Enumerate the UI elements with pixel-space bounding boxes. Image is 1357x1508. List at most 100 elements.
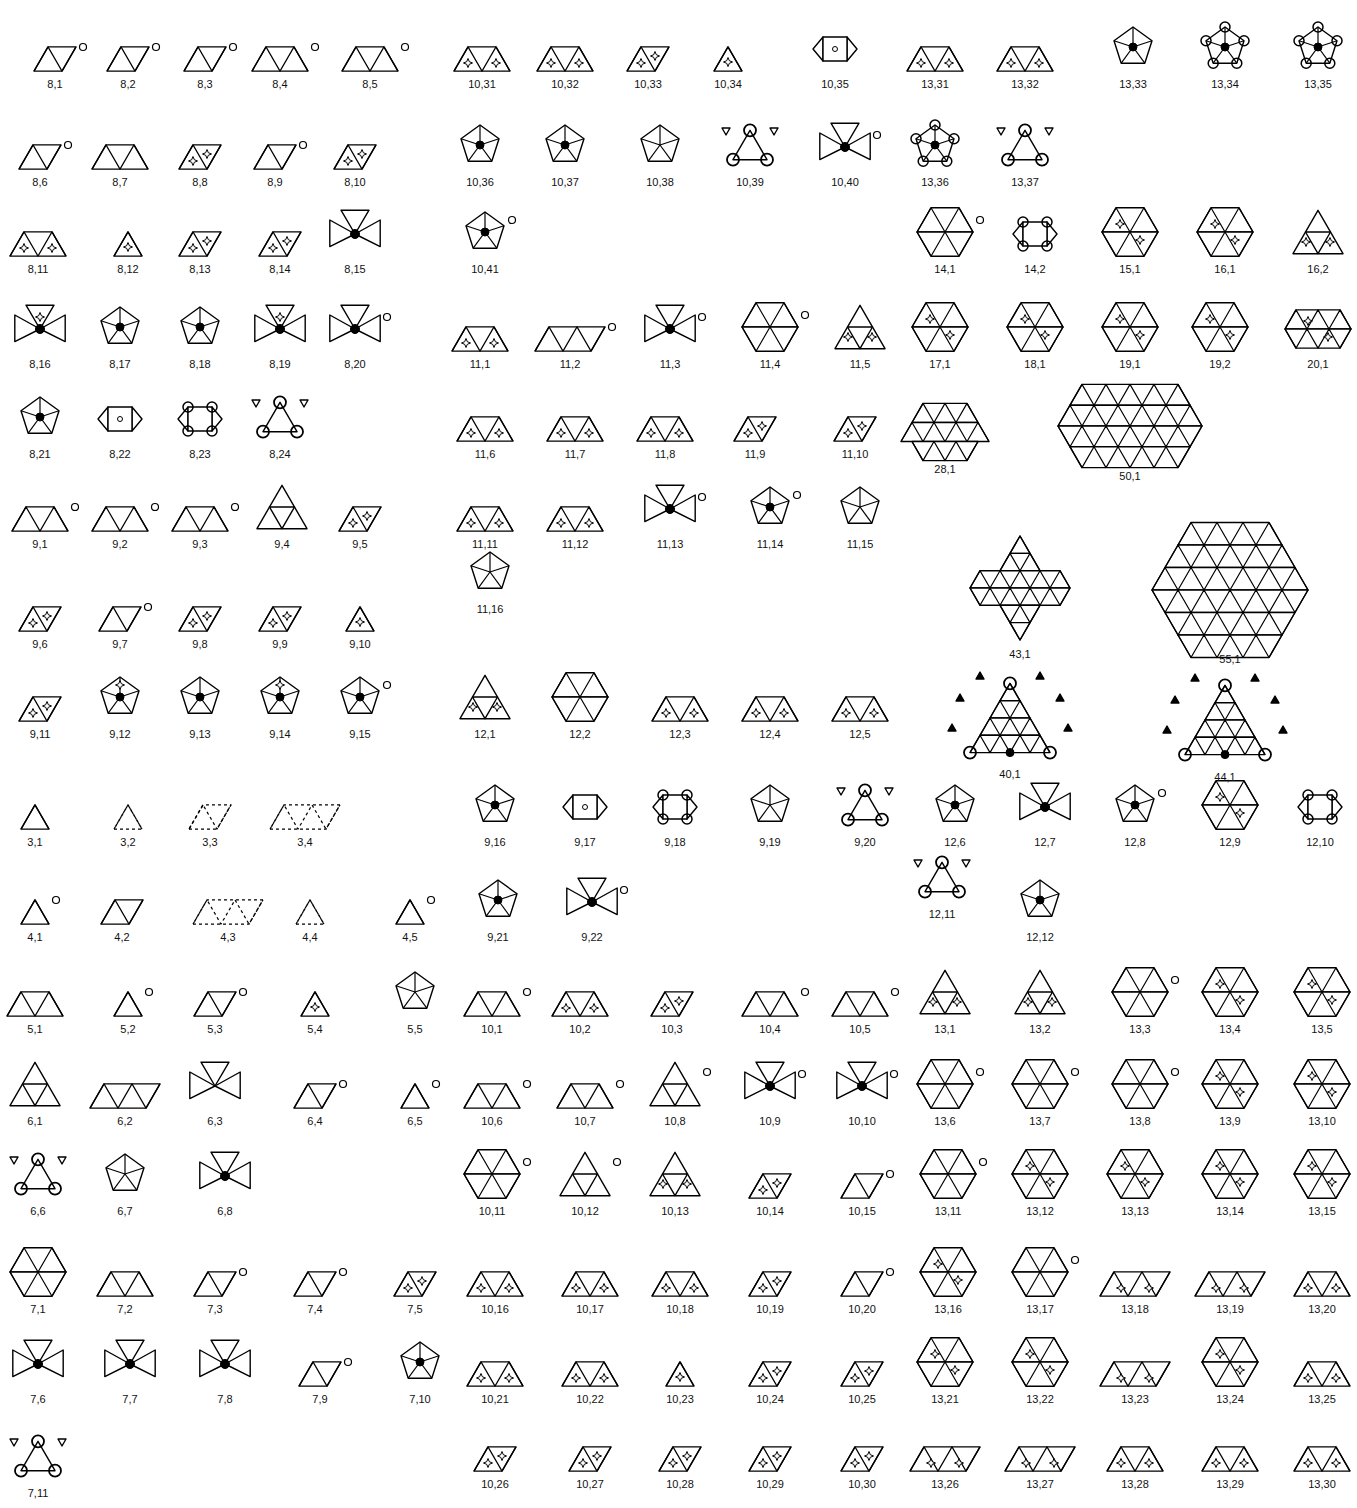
cluster-figure bbox=[1012, 1248, 1079, 1296]
cluster-label: 6,7 bbox=[117, 1205, 132, 1218]
star-marker bbox=[276, 681, 285, 690]
cluster-figure bbox=[101, 677, 139, 713]
cluster-edge bbox=[1012, 1174, 1068, 1198]
cluster-edge bbox=[396, 986, 415, 992]
cluster-edge bbox=[832, 697, 888, 721]
cluster-edge bbox=[19, 145, 61, 169]
cluster-edge bbox=[537, 47, 593, 71]
cluster-figure bbox=[749, 1174, 791, 1198]
cluster-outline bbox=[34, 47, 76, 71]
cluster-outline bbox=[467, 1272, 523, 1296]
cluster-outline bbox=[201, 1062, 229, 1086]
star-marker bbox=[1121, 1162, 1130, 1171]
star-marker bbox=[1141, 1178, 1150, 1187]
cluster-outline bbox=[1197, 232, 1253, 256]
star-marker bbox=[1236, 1088, 1245, 1097]
star-marker bbox=[203, 150, 212, 159]
cluster-figure bbox=[917, 208, 984, 256]
cluster-figure bbox=[837, 784, 893, 825]
cluster-outline bbox=[1102, 327, 1158, 351]
atom-marker bbox=[1072, 1257, 1079, 1264]
cluster-figure bbox=[911, 120, 959, 166]
cluster-label: 9,22 bbox=[581, 931, 602, 944]
cluster-figure bbox=[837, 1062, 898, 1098]
cluster-edge bbox=[464, 1150, 520, 1174]
cluster-figure bbox=[476, 785, 514, 821]
atom-marker bbox=[666, 325, 675, 334]
cluster-label: 10,25 bbox=[848, 1393, 876, 1406]
atom-marker bbox=[1019, 124, 1031, 136]
cluster-figure bbox=[751, 785, 789, 821]
cluster-outline bbox=[1294, 1447, 1350, 1471]
cluster-figure bbox=[19, 607, 61, 631]
cluster-figure bbox=[1020, 783, 1070, 819]
cluster-edge bbox=[10, 232, 66, 256]
cluster-edge bbox=[1112, 1060, 1168, 1084]
star-marker bbox=[1117, 1374, 1126, 1383]
cluster-figure bbox=[255, 305, 305, 341]
cluster-outline bbox=[770, 128, 778, 135]
cluster-label: 9,7 bbox=[112, 638, 127, 651]
atom-marker bbox=[34, 1360, 43, 1369]
cluster-figure bbox=[461, 125, 499, 161]
star-marker bbox=[1226, 331, 1235, 340]
cluster-label: 13,7 bbox=[1029, 1115, 1050, 1128]
cluster-figure bbox=[479, 880, 517, 916]
cluster-figure bbox=[970, 536, 1070, 640]
atom-marker bbox=[766, 1082, 775, 1091]
cluster-edge bbox=[1202, 1338, 1258, 1362]
cluster-figure bbox=[178, 402, 222, 436]
cluster-edge bbox=[179, 607, 221, 631]
cluster-outline bbox=[1100, 1272, 1170, 1296]
cluster-edge bbox=[1152, 568, 1308, 591]
cluster-edge bbox=[917, 232, 973, 256]
cluster-outline bbox=[467, 1362, 523, 1386]
cluster-figure bbox=[1202, 1338, 1258, 1386]
cluster-edge bbox=[770, 805, 782, 821]
cluster-label: 7,9 bbox=[312, 1393, 327, 1406]
cluster-outline bbox=[1102, 208, 1158, 232]
cluster-outline bbox=[714, 47, 742, 71]
cluster-edge bbox=[1112, 1084, 1168, 1108]
star-marker bbox=[955, 1459, 964, 1468]
cluster-edge bbox=[415, 986, 434, 992]
cluster-figure bbox=[341, 677, 391, 713]
atom-marker bbox=[1018, 241, 1028, 251]
atom-marker bbox=[621, 887, 628, 894]
cluster-figure bbox=[841, 1269, 894, 1297]
atom-marker bbox=[766, 503, 774, 511]
cluster-label: 7,1 bbox=[30, 1303, 45, 1316]
atom-marker bbox=[276, 325, 285, 334]
cluster-edge bbox=[860, 507, 872, 523]
cluster-label: 13,25 bbox=[1308, 1393, 1336, 1406]
cluster-outline bbox=[742, 697, 798, 721]
cluster-outline bbox=[936, 785, 974, 821]
cluster-label: 13,32 bbox=[1011, 78, 1039, 91]
cluster-outline bbox=[637, 417, 693, 441]
star-marker bbox=[1236, 1178, 1245, 1187]
atom-marker bbox=[384, 314, 391, 321]
atom-marker bbox=[761, 154, 773, 166]
cluster-label: 10,12 bbox=[571, 1205, 599, 1218]
star-marker bbox=[477, 1284, 486, 1293]
star-marker bbox=[276, 313, 285, 322]
cluster-figure bbox=[1294, 22, 1342, 68]
star-marker bbox=[1332, 1374, 1341, 1383]
star-marker bbox=[43, 612, 52, 621]
cluster-outline bbox=[1285, 310, 1351, 329]
star-marker bbox=[683, 1452, 692, 1461]
cluster-figure bbox=[1294, 1362, 1350, 1386]
atom-marker bbox=[1327, 814, 1337, 824]
cluster-edge bbox=[467, 1272, 523, 1296]
cluster-edge bbox=[912, 327, 968, 351]
cluster-edge bbox=[490, 566, 509, 572]
cluster-edge bbox=[184, 47, 226, 71]
star-marker bbox=[469, 703, 478, 712]
cluster-label: 10,30 bbox=[848, 1478, 876, 1491]
cluster-figure bbox=[714, 47, 742, 71]
star-marker bbox=[189, 157, 198, 166]
cluster-edge bbox=[1294, 1272, 1350, 1296]
cluster-figure bbox=[948, 672, 1072, 759]
cluster-figure bbox=[457, 417, 513, 441]
cluster-outline bbox=[58, 1157, 66, 1164]
